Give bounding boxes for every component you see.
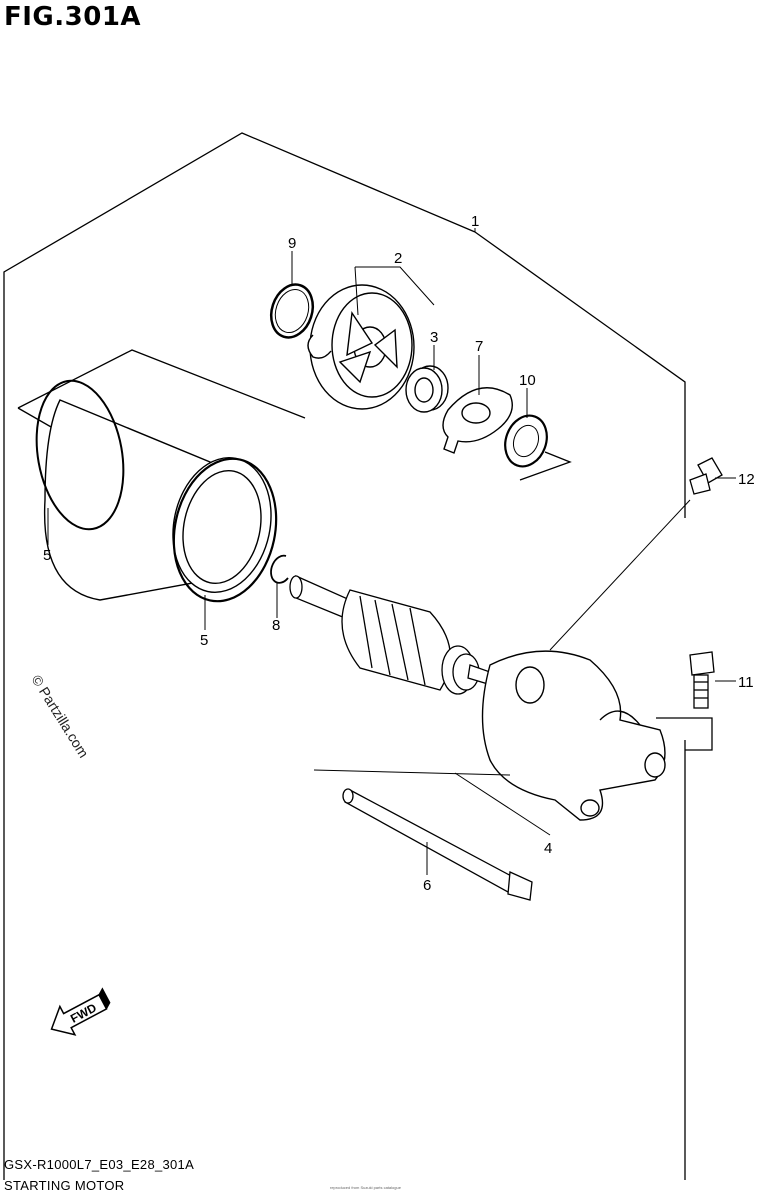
callout-10: 10 [519, 372, 536, 389]
callout-11: 11 [738, 674, 754, 691]
callout-3: 3 [430, 329, 438, 346]
fwd-arrow-icon: FWD [50, 987, 111, 1036]
callout-5b: 5 [200, 632, 208, 649]
callout-6: 6 [423, 877, 431, 894]
callout-5a: 5 [43, 547, 51, 564]
callout-1: 1 [471, 213, 479, 230]
armature [289, 574, 491, 695]
part-10-washer [504, 414, 548, 468]
callout-7: 7 [475, 338, 483, 355]
part-7-lock-washer [442, 387, 513, 454]
callout-4: 4 [544, 840, 552, 857]
part-9-o-ring [269, 283, 315, 339]
callout-2: 2 [394, 250, 402, 267]
part-12-bolt [689, 457, 723, 495]
callout-12: 12 [738, 471, 755, 488]
part-8-circlip [270, 554, 289, 584]
diagram-caption: STARTING MOTOR [4, 1178, 125, 1193]
diagram-code: GSX-R1000L7_E03_E28_301A [4, 1157, 195, 1172]
part-6-through-bolt [342, 788, 533, 901]
fine-print: reproduced from Suzuki parts catalogue [330, 1185, 401, 1190]
inner-frame [17, 349, 306, 419]
figure-title: FIG.301A [4, 2, 142, 32]
callout-9: 9 [288, 235, 296, 252]
callout-8: 8 [272, 617, 280, 634]
assembly-frame [3, 132, 476, 1180]
part-2-housing [307, 284, 415, 410]
part-11-bolt [689, 651, 715, 709]
part-3-bearing [405, 365, 449, 413]
part-5-yoke [35, 379, 278, 603]
part-4-end-housing [481, 650, 666, 821]
